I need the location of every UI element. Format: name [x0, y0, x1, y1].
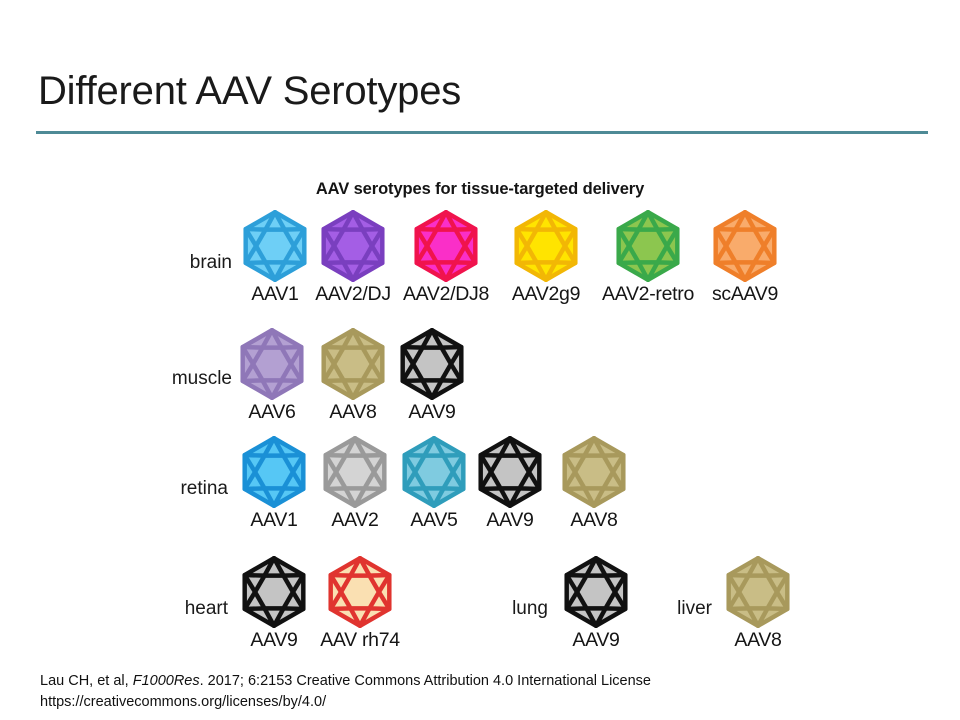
tissue-label-heart: heart — [184, 598, 228, 619]
capsid-aav9: AAV9 — [536, 556, 656, 652]
tissue-label-lung: lung — [512, 598, 548, 619]
capsid-label: AAV9 — [250, 629, 298, 651]
capsid-aav9: AAV9 — [372, 328, 492, 424]
tissue-label-liver: liver — [677, 598, 712, 619]
capsid-aav8: AAV8 — [293, 328, 413, 424]
page-title: Different AAV Serotypes — [38, 69, 462, 113]
capsid-icon — [372, 328, 492, 400]
tissue-label-brain: brain — [189, 252, 232, 273]
capsid-label: AAV2/DJ — [315, 283, 391, 305]
capsid-icon — [212, 328, 332, 400]
capsid-icon — [300, 556, 420, 628]
capsid-aav2g9: AAV2g9 — [486, 210, 606, 306]
capsid-icon — [486, 210, 606, 282]
capsid-aav8: AAV8 — [534, 436, 654, 532]
capsid-aav9: AAV9 — [214, 556, 334, 652]
capsid-icon — [450, 436, 570, 508]
capsid-label: AAV5 — [410, 509, 458, 531]
title-divider — [36, 131, 928, 134]
figure-aav-serotypes: AAV serotypes for tissue-targeted delive… — [0, 168, 960, 660]
capsid-icon — [374, 436, 494, 508]
capsid-aav2-dj8: AAV2/DJ8 — [386, 210, 506, 306]
citation-journal: F1000Res — [132, 673, 200, 689]
capsid-label: scAAV9 — [711, 283, 779, 305]
capsid-aav6: AAV6 — [212, 328, 332, 424]
capsid-row-heart: heart AAV9 AAV rh74 lung AAV9 liver AAV8 — [0, 556, 960, 654]
capsid-icon — [214, 556, 334, 628]
capsid-aav5: AAV5 — [374, 436, 494, 532]
citation: Lau CH, et al, F1000Res. 2017; 6:2153 Cr… — [40, 671, 920, 712]
capsid-aav2: AAV2 — [295, 436, 415, 532]
citation-details: . 2017; 6:2153 Creative Commons Attribut… — [199, 673, 651, 689]
capsid-aav-rh74: AAV rh74 — [300, 556, 420, 652]
capsid-label: AAV8 — [329, 401, 377, 423]
capsid-label: AAV8 — [734, 629, 782, 651]
citation-authors: Lau CH, et al, — [40, 673, 129, 689]
capsid-icon — [536, 556, 656, 628]
capsid-label: AAV1 — [250, 509, 298, 531]
capsid-aav9: AAV9 — [450, 436, 570, 532]
capsid-icon — [295, 436, 415, 508]
capsid-row-brain: brain AAV1 AAV2/DJ AAV2/DJ8 AAV2g9 AAV2-… — [0, 210, 960, 308]
capsid-label: AAV2g9 — [511, 283, 581, 305]
capsid-row-muscle: muscle AAV6 AAV8 AAV9 — [0, 328, 960, 426]
capsid-icon — [685, 210, 805, 282]
capsid-label: AAV2 — [331, 509, 379, 531]
capsid-label: AAV2/DJ8 — [402, 283, 490, 305]
figure-title: AAV serotypes for tissue-targeted delive… — [315, 180, 645, 198]
capsid-icon — [534, 436, 654, 508]
capsid-label: AAV8 — [570, 509, 618, 531]
capsid-icon — [698, 556, 818, 628]
capsid-label: AAV9 — [572, 629, 620, 651]
capsid-aav2-retro: AAV2-retro — [588, 210, 708, 306]
capsid-aav1: AAV1 — [214, 436, 334, 532]
capsid-aav2-dj: AAV2/DJ — [293, 210, 413, 306]
citation-license-url: https://creativecommons.org/licenses/by/… — [40, 693, 327, 710]
capsid-icon — [293, 210, 413, 282]
capsid-label: AAV6 — [248, 401, 296, 423]
capsid-label: AAV9 — [408, 401, 456, 423]
capsid-row-retina: retina AAV1 AAV2 AAV5 AAV9 AAV8 — [0, 436, 960, 534]
capsid-scaav9: scAAV9 — [685, 210, 805, 306]
capsid-label: AAV1 — [251, 283, 299, 305]
capsid-icon — [293, 328, 413, 400]
capsid-icon — [215, 210, 335, 282]
capsid-icon — [214, 436, 334, 508]
capsid-aav8: AAV8 — [698, 556, 818, 652]
capsid-aav1: AAV1 — [215, 210, 335, 306]
tissue-label-retina: retina — [180, 478, 228, 499]
capsid-icon — [386, 210, 506, 282]
tissue-label-muscle: muscle — [171, 368, 232, 389]
capsid-label: AAV2-retro — [601, 283, 694, 305]
capsid-label: AAV9 — [486, 509, 534, 531]
capsid-icon — [588, 210, 708, 282]
capsid-label: AAV rh74 — [320, 629, 400, 651]
